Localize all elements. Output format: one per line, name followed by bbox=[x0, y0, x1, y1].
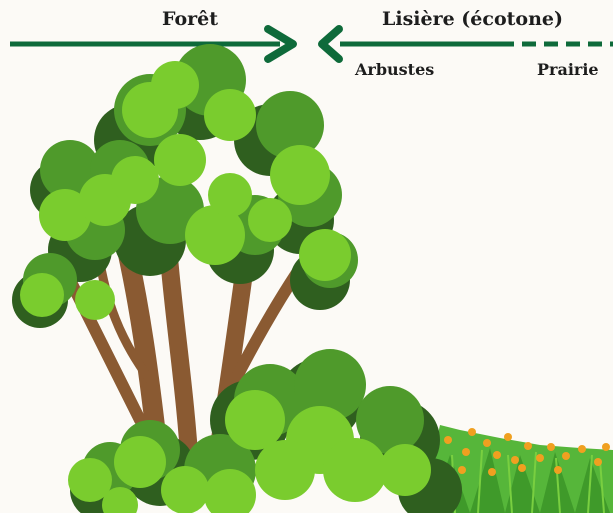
shrubs-label: Arbustes bbox=[355, 60, 435, 79]
tree-canopy bbox=[12, 44, 358, 328]
edge-ecotone-label: Lisière (écotone) bbox=[382, 8, 563, 30]
forest-label: Forêt bbox=[162, 8, 218, 30]
arrow-from-edge bbox=[318, 25, 613, 63]
meadow-label: Prairie bbox=[537, 60, 599, 79]
arrow-to-forest bbox=[10, 25, 297, 63]
meadow-grass bbox=[420, 425, 613, 513]
meadow-flowers bbox=[444, 428, 610, 476]
shrubs bbox=[68, 349, 462, 513]
